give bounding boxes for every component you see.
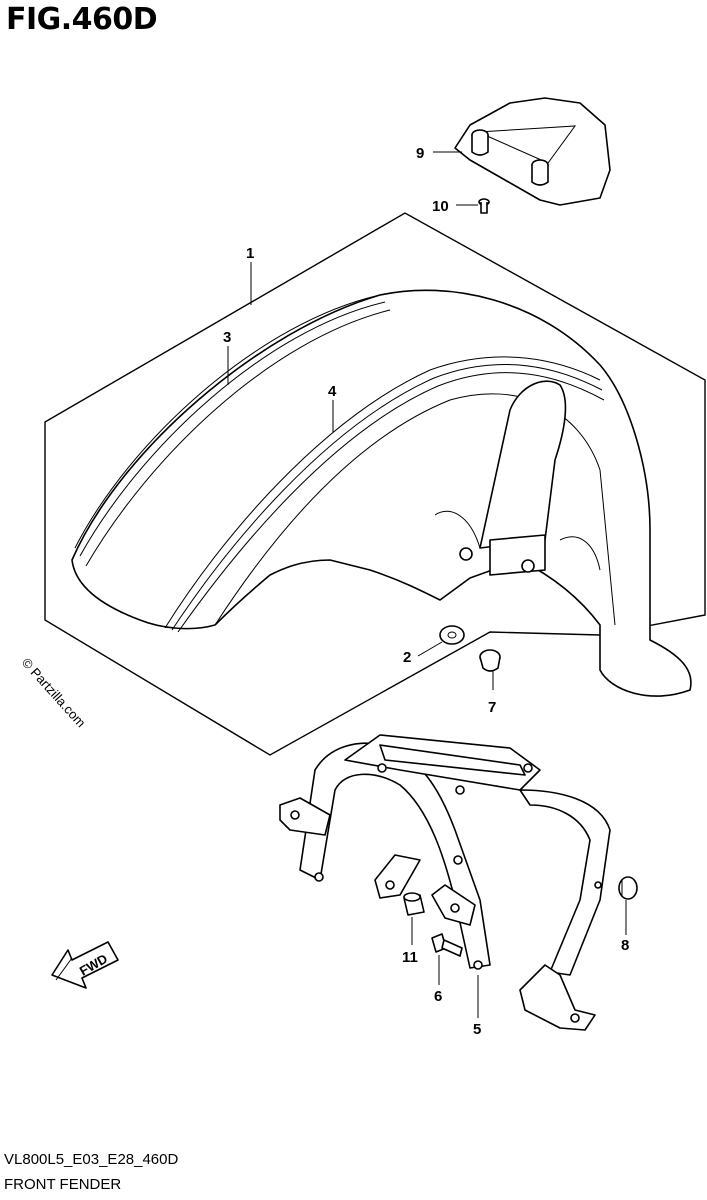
figure-name: FRONT FENDER (4, 1176, 122, 1193)
callout-11: 11 (402, 949, 418, 966)
figure-title: FIG.460D (6, 2, 158, 37)
bracket-part-9[interactable] (454, 97, 611, 206)
callout-6: 6 (434, 988, 442, 1005)
leader-lines (227, 151, 627, 1018)
callout-5: 5 (473, 1021, 481, 1038)
callout-10: 10 (432, 198, 449, 215)
callout-8: 8 (621, 937, 629, 954)
screw-part-10[interactable] (478, 198, 490, 214)
callout-2: 2 (403, 649, 411, 666)
fender-brace-part-5[interactable] (279, 734, 611, 1031)
bolt-part-6[interactable] (431, 933, 463, 957)
callout-4: 4 (328, 383, 337, 400)
cushion-part-7[interactable] (479, 649, 501, 672)
callout-3: 3 (223, 329, 231, 346)
front-fender-part-1[interactable] (71, 289, 692, 697)
grommet-part-8[interactable] (618, 876, 638, 900)
figure-code: VL800L5_E03_E28_460D (4, 1151, 179, 1168)
callout-7: 7 (488, 699, 496, 716)
cushion-part-11[interactable] (403, 892, 425, 916)
callout-9: 9 (416, 145, 424, 162)
washer-part-2[interactable] (439, 625, 465, 645)
fwd-arrow-icon: FWD (51, 941, 119, 989)
callout-1: 1 (246, 245, 254, 262)
